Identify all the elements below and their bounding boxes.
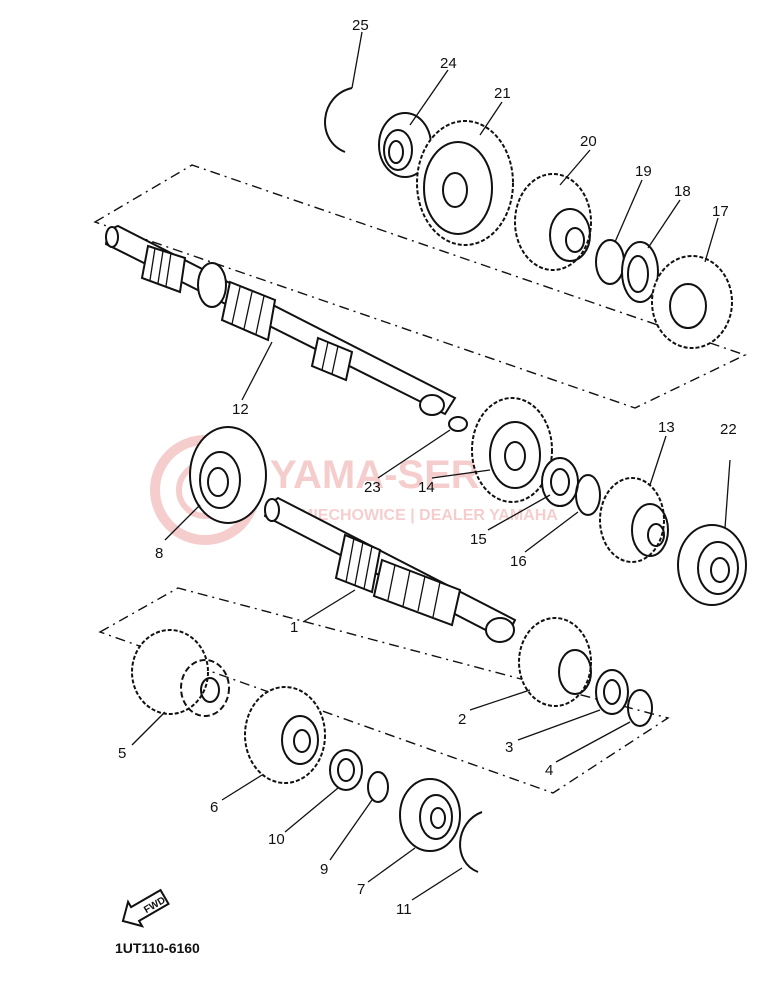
- callout-9: 9: [320, 861, 328, 878]
- gear-14: [471, 397, 553, 503]
- callout-20: 20: [580, 133, 597, 150]
- main-axle: [104, 224, 468, 432]
- callout-8: 8: [155, 545, 163, 562]
- callout-10: 10: [268, 831, 285, 848]
- circlip-16: [575, 474, 601, 516]
- gear-20: [514, 173, 592, 271]
- watermark-tagline: MIECHOWICE | DEALER YAMAHA: [300, 507, 558, 524]
- callout-labels: 1 2 3 4 5 6 7 8 10 9 11 12 13 14 15 16 1…: [118, 17, 737, 918]
- callout-23: 23: [364, 479, 381, 496]
- upper-assembly-box: [93, 164, 747, 409]
- callout-5: 5: [118, 745, 126, 762]
- callout-24: 24: [440, 55, 457, 72]
- gear-5: [131, 629, 230, 717]
- callout-12: 12: [232, 401, 249, 418]
- bearing-24: [378, 112, 432, 178]
- callout-2: 2: [458, 711, 466, 728]
- callout-14: 14: [418, 479, 435, 496]
- washer-18: [621, 241, 659, 303]
- washer-3: [595, 669, 629, 715]
- gear-21: [416, 120, 514, 246]
- fwd-arrow: FWD: [121, 888, 170, 928]
- washer-15: [541, 457, 579, 507]
- gear-6: [244, 686, 326, 784]
- lower-assembly-box: [98, 587, 670, 794]
- callout-19: 19: [635, 163, 652, 180]
- callout-17: 17: [712, 203, 729, 220]
- callout-18: 18: [674, 183, 691, 200]
- callout-7: 7: [357, 881, 365, 898]
- callout-13: 13: [658, 419, 675, 436]
- callout-11: 11: [396, 901, 412, 918]
- circlip-25: [324, 87, 353, 153]
- leader-lines: [131, 31, 731, 901]
- callout-21: 21: [494, 85, 511, 102]
- circlip-9: [367, 771, 389, 803]
- callout-4: 4: [545, 762, 553, 779]
- circlip-4: [627, 689, 653, 727]
- callout-1: 1: [290, 619, 298, 636]
- drive-axle: [263, 496, 517, 643]
- callout-6: 6: [210, 799, 218, 816]
- gear-13: [599, 477, 669, 563]
- callout-16: 16: [510, 553, 527, 570]
- circlip-11: [459, 811, 483, 873]
- bush-23: [448, 416, 468, 432]
- callout-3: 3: [505, 739, 513, 756]
- bearing-7: [399, 778, 461, 852]
- callout-22: 22: [720, 421, 737, 438]
- diagram-code: 1UT110-6160: [115, 940, 200, 956]
- gear-17: [651, 255, 733, 349]
- washer-10: [329, 749, 363, 791]
- bearing-8: [189, 426, 267, 524]
- bearing-22: [677, 524, 747, 606]
- gear-2: [518, 617, 592, 707]
- circlip-19: [595, 239, 625, 285]
- callout-15: 15: [470, 531, 487, 548]
- callout-25: 25: [352, 17, 369, 34]
